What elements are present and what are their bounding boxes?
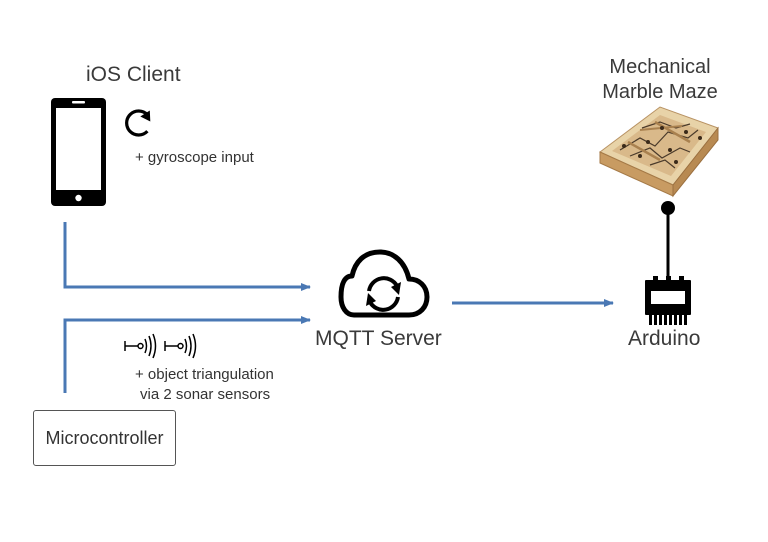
cloud-sync-icon: [338, 249, 430, 318]
maze-link: [661, 201, 675, 282]
maze-label-line1: Mechanical: [609, 56, 711, 78]
edge-micro-to-mqtt: [63, 316, 311, 393]
chip-icon: [645, 276, 691, 325]
ios-client-label: iOS Client: [86, 63, 181, 86]
gyroscope-note: + gyroscope input: [135, 149, 254, 166]
marble-maze-image: [599, 106, 719, 198]
triangulation-note-line2: via 2 sonar sensors: [140, 386, 271, 403]
triangulation-note-line1: + object triangulation: [135, 366, 274, 383]
maze-label-line2: Marble Maze: [602, 81, 718, 103]
sonar-icon: [124, 333, 197, 359]
mqtt-server-label: MQTT Server: [315, 327, 442, 350]
refresh-icon: [125, 109, 151, 137]
phone-icon: [51, 98, 106, 206]
arduino-label: Arduino: [628, 327, 701, 350]
edge-ios-to-mqtt: [63, 222, 311, 291]
maze-label: Mechanical Marble Maze: [596, 55, 724, 105]
microcontroller-label: Microcontroller: [45, 427, 164, 448]
microcontroller-box: Microcontroller: [33, 410, 176, 466]
